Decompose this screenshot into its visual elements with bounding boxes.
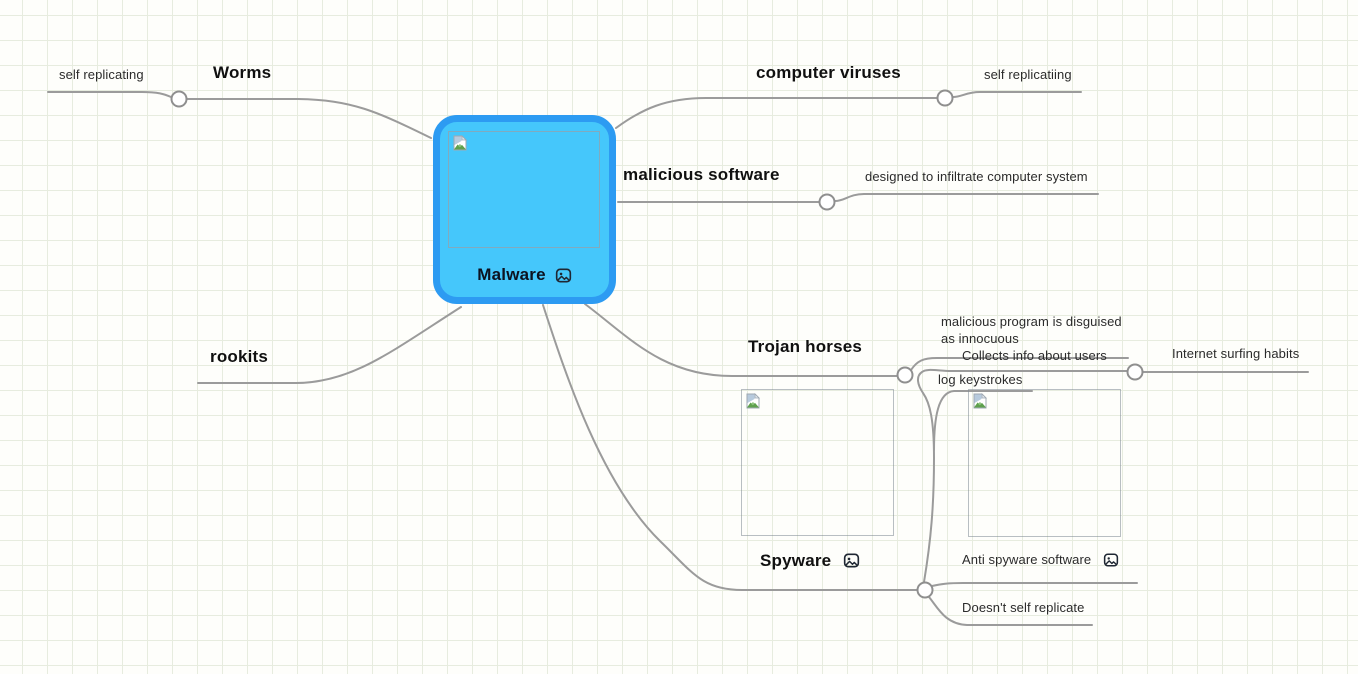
connector-handle-collects[interactable]: [1126, 363, 1144, 381]
broken-image-icon: [746, 393, 760, 409]
node-label-infiltrate[interactable]: designed to infiltrate computer system: [865, 169, 1088, 184]
branch-line-self-replicatiing: [952, 91, 1082, 98]
connector-handle-computer-viruses[interactable]: [936, 89, 954, 107]
branch-line-rookits: [197, 306, 462, 384]
node-label-self-replicating[interactable]: self replicating: [59, 67, 144, 82]
node-label-rookits[interactable]: rookits: [210, 347, 269, 366]
branch-line-antispyware: [931, 582, 1138, 587]
node-label-self-replicatiing[interactable]: self replicatiing: [984, 67, 1072, 82]
node-label-spyware: Spyware: [760, 551, 832, 570]
image-badge-icon[interactable]: [1103, 553, 1119, 567]
node-label-computer-viruses[interactable]: computer viruses: [756, 63, 901, 82]
connector-handle-spyware[interactable]: [916, 581, 934, 599]
connector-handle-worms[interactable]: [170, 90, 188, 108]
image-badge-icon[interactable]: [555, 268, 572, 283]
node-antispyware[interactable]: Anti spyware software: [962, 551, 1119, 568]
root-node-malware[interactable]: Malware: [433, 115, 616, 304]
node-label-malicious-software[interactable]: malicious software: [623, 165, 780, 184]
connector-handle-trojan[interactable]: [896, 366, 914, 384]
branch-line-worms: [186, 98, 432, 139]
branch-line-computer-viruses: [615, 97, 938, 129]
node-label-collects-info[interactable]: Collects info about users: [962, 348, 1107, 363]
node-label-antispyware: Anti spyware software: [962, 552, 1092, 567]
broken-image-icon: [453, 135, 467, 151]
root-node-label: Malware: [477, 265, 546, 284]
spyware-image-placeholder[interactable]: [741, 389, 894, 536]
branch-line-infiltrate: [834, 193, 1099, 202]
connector-handle-malicious-software[interactable]: [818, 193, 836, 211]
node-label-internet-surfing-habits[interactable]: Internet surfing habits: [1172, 346, 1300, 361]
node-label-doesnt-self-replicate[interactable]: Doesn't self replicate: [962, 600, 1085, 615]
node-spyware[interactable]: Spyware: [760, 551, 860, 570]
branch-line-self-replicating: [47, 91, 172, 98]
node-label-disguised[interactable]: malicious program is disguised as innocu…: [941, 314, 1122, 346]
node-label-log-keystrokes[interactable]: log keystrokes: [938, 372, 1023, 387]
node-label-worms[interactable]: Worms: [213, 63, 272, 82]
node-label-trojan-horses[interactable]: Trojan horses: [748, 337, 863, 356]
image-badge-icon[interactable]: [843, 553, 860, 568]
antispyware-image-placeholder[interactable]: [968, 389, 1121, 537]
broken-image-icon: [973, 393, 987, 409]
root-image-placeholder[interactable]: [448, 131, 600, 248]
